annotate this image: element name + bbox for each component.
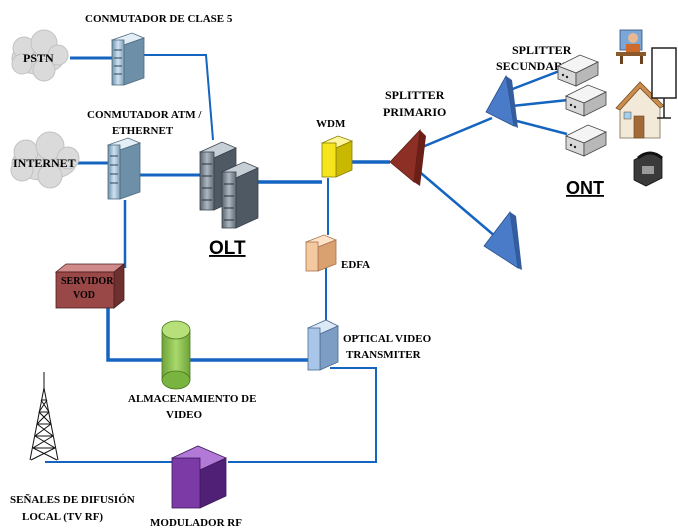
link-primary-secondary [419, 116, 493, 150]
ont-icon [565, 84, 607, 117]
link-vod-transmitter [106, 305, 308, 362]
link-switch5-olt [143, 54, 214, 141]
rf-modulator-icon [171, 445, 227, 509]
link-transmitter-modulator [228, 367, 377, 463]
edfa-icon [304, 234, 338, 272]
olt-label: OLT [209, 238, 246, 259]
class5-switch-icon [110, 32, 146, 86]
tv-screen-icon [651, 47, 677, 119]
user-at-computer-icon [616, 29, 646, 64]
secondary-splitter-label-line2: SECUNDARIO [496, 59, 577, 73]
links [45, 54, 569, 463]
pstn-cloud: PSTN [11, 29, 69, 82]
broadcast-label-line1: SEÑALES DE DIFUSIÓN [10, 494, 135, 506]
ont-label: ONT [566, 178, 604, 198]
olt-icon [199, 141, 259, 229]
storage-label-line1: ALMACENAMIENTO DE [128, 393, 256, 405]
wdm-icon [320, 135, 354, 178]
storage-label-line2: VIDEO [166, 409, 203, 421]
broadcast-tower-icon [29, 372, 59, 461]
optical-transmitter-icon [307, 319, 339, 371]
atm-switch-label-line1: CONMUTADOR ATM / [87, 109, 202, 121]
video-storage-icon [161, 320, 191, 390]
link-primary-splitter2 [414, 167, 497, 238]
telephone-icon [633, 151, 663, 187]
house-icon [615, 81, 665, 139]
atm-switch-label-line2: ETHERNET [112, 125, 174, 137]
ont-icon [557, 54, 599, 87]
internet-cloud: INTERNET [10, 131, 80, 189]
primary-splitter-label-line1: SPLITTER [385, 88, 445, 102]
vod-label-line1: SERVIDOR [61, 276, 114, 287]
optical-tx-label-line2: TRANSMITER [346, 349, 422, 361]
internet-label: INTERNET [13, 156, 76, 170]
pstn-label: PSTN [23, 51, 54, 65]
optical-tx-label-line1: OPTICAL VIDEO [343, 333, 432, 345]
edfa-label: EDFA [341, 259, 370, 271]
link-secondary-ont1 [509, 68, 563, 92]
modulator-label: MODULADOR RF [150, 517, 242, 529]
primary-splitter-icon [389, 128, 426, 186]
wdm-label: WDM [316, 118, 346, 130]
vod-server-icon [54, 263, 126, 309]
secondary-splitter-label-line1: SPLITTER [512, 43, 572, 57]
broadcast-label-line2: LOCAL (TV RF) [22, 511, 103, 523]
class5-switch-label: CONMUTADOR DE CLASE 5 [85, 13, 233, 25]
link-secondary-ont2 [511, 98, 569, 108]
primary-splitter-label-line2: PRIMARIO [383, 105, 446, 119]
ont-icon [565, 124, 607, 157]
vod-label-line2: VOD [73, 290, 95, 301]
atm-switch-icon [106, 137, 142, 200]
splitter-2-icon [483, 210, 522, 270]
link-secondary-ont3 [512, 118, 568, 136]
secondary-splitter-icon [485, 74, 518, 128]
